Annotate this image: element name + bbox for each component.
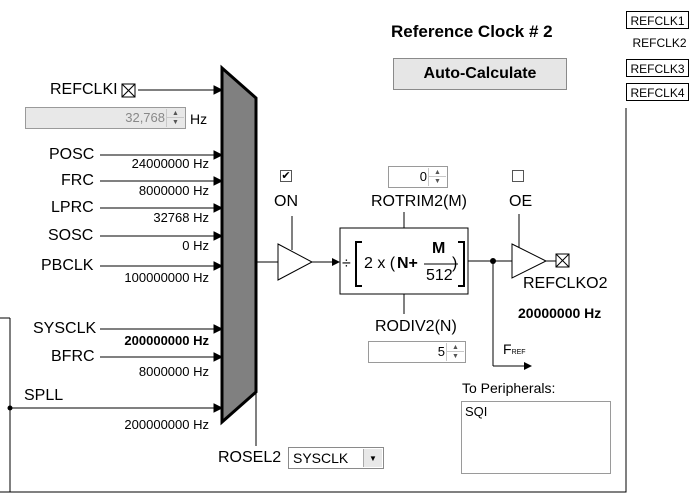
peripherals-list[interactable]: SQI (461, 401, 611, 474)
tab-refclk3[interactable]: REFCLK3 (626, 59, 689, 77)
oe-label: OE (509, 193, 533, 210)
spin-down-icon[interactable]: ▼ (434, 178, 441, 185)
spin-up-icon[interactable]: ▲ (429, 168, 446, 177)
refclki-label: REFCLKI (50, 81, 118, 98)
spin-up-icon[interactable]: ▲ (167, 109, 184, 118)
on-checkbox[interactable]: ✔ (280, 170, 292, 182)
output-freq: 20000000 Hz (518, 305, 602, 321)
auto-calculate-button[interactable]: Auto-Calculate (393, 58, 567, 90)
peripherals-label: To Peripherals: (462, 380, 556, 396)
clock-mux (220, 64, 258, 426)
source-frc-label: FRC (61, 172, 94, 189)
fref-main: F (503, 341, 512, 357)
refclki-hz-unit: Hz (190, 111, 208, 127)
tab-refclk2[interactable]: REFCLK2 (632, 36, 687, 50)
source-sysclk-freq: 200000000 Hz (124, 333, 209, 348)
rosel-selected-value: SYSCLK (293, 450, 349, 466)
chevron-down-icon[interactable]: ▼ (363, 449, 382, 467)
source-spll-freq: 200000000 Hz (124, 417, 209, 432)
formula-two-x: 2 x ( (364, 255, 396, 272)
fref-sub: REF (511, 349, 526, 356)
refclko-label: REFCLKO2 (523, 275, 608, 292)
formula-close: ) (452, 255, 458, 272)
source-pbclk-label: PBCLK (41, 257, 94, 274)
source-sysclk-label: SYSCLK (33, 320, 97, 337)
source-lprc-label: LPRC (51, 199, 94, 216)
oe-buffer (511, 243, 548, 279)
source-pbclk-freq: 100000000 Hz (124, 270, 209, 285)
spin-up-icon[interactable]: ▲ (447, 343, 464, 352)
source-sosc-freq: 0 Hz (182, 238, 209, 253)
oe-checkbox[interactable] (512, 170, 524, 182)
formula-denominator: 512 (426, 267, 453, 284)
refclki-freq-stepper[interactable]: 32,768 ▲▼ (25, 107, 186, 129)
rotrim-label: ROTRIM2(M) (371, 193, 467, 210)
formula-m: M (432, 240, 446, 257)
spin-down-icon[interactable]: ▼ (452, 353, 459, 360)
rodiv-label: RODIV2(N) (375, 318, 457, 335)
source-frc-freq: 8000000 Hz (138, 183, 209, 198)
source-posc-label: POSC (49, 146, 95, 163)
source-spll-label: SPLL (24, 387, 64, 404)
formula-divide: ÷ (342, 255, 351, 272)
fref-label: FREF (503, 340, 526, 362)
tab-refclk1[interactable]: REFCLK1 (626, 11, 689, 29)
source-bfrc-freq: 8000000 Hz (138, 364, 209, 379)
page-title: Reference Clock # 2 (391, 22, 553, 41)
source-sosc-label: SOSC (48, 227, 94, 244)
rodiv-value: 5 (437, 344, 445, 359)
refclki-freq-value: 32,768 (125, 110, 165, 125)
on-label: ON (274, 193, 298, 210)
on-buffer (277, 243, 314, 281)
rotrim-value: 0 (419, 169, 427, 184)
spin-down-icon[interactable]: ▼ (172, 119, 179, 126)
rotrim-stepper[interactable]: 0 ▲▼ (388, 166, 448, 188)
source-posc-freq: 24000000 Hz (131, 156, 209, 171)
rosel-select[interactable]: SYSCLK ▼ (288, 447, 384, 469)
source-bfrc-label: BFRC (51, 348, 95, 365)
formula-n-plus: N+ (397, 255, 418, 272)
rosel-label: ROSEL2 (218, 449, 282, 466)
panel-border (0, 108, 627, 493)
source-lprc-freq: 32768 Hz (153, 210, 209, 225)
rodiv-stepper[interactable]: 5 ▲▼ (368, 341, 466, 363)
tab-refclk4[interactable]: REFCLK4 (626, 83, 689, 101)
